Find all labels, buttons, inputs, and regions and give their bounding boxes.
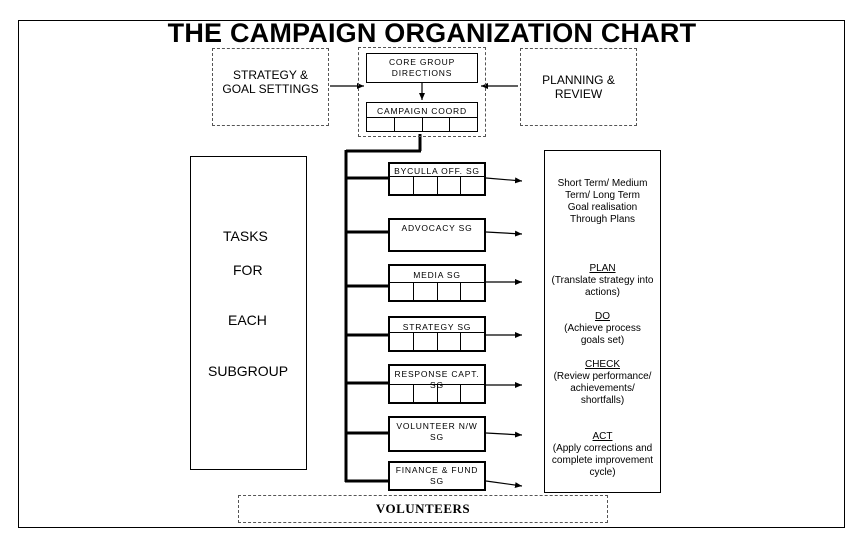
subgroup-strategy-label: STRATEGY SG — [402, 322, 472, 332]
core-group-box: CORE GROUP DIRECTIONS — [366, 53, 478, 83]
goal-realisation-note: Short Term/ Medium Term/ Long Term Goal … — [557, 178, 648, 225]
check-heading: CHECK — [584, 359, 620, 370]
subgroup-box-volunteer: VOLUNTEER N/W SG — [388, 416, 486, 452]
do-note: DO (Achieve process goals set) — [545, 311, 660, 347]
tasks-word-3: EACH — [228, 312, 267, 328]
strategy-goal-box: STRATEGY & GOAL SETTINGS — [212, 48, 329, 126]
subgroup-finance-line-2: SG — [430, 476, 444, 486]
strategy-line-1: STRATEGY & — [233, 68, 308, 82]
tasks-word-2: FOR — [233, 262, 263, 278]
tasks-box: TASKS FOR EACH SUBGROUP — [190, 156, 307, 470]
subgroup-media-label: MEDIA SG — [413, 270, 461, 280]
subgroup-finance-line-1: FINANCE & FUND — [395, 465, 479, 475]
strategy-line-2: GOAL SETTINGS — [222, 82, 319, 96]
volunteers-label: VOLUNTEERS — [375, 501, 471, 516]
tasks-word-1: TASKS — [223, 228, 268, 244]
tasks-word-4: SUBGROUP — [208, 363, 289, 379]
subgroup-box-media: MEDIA SG — [388, 264, 486, 302]
subgroup-box-byculla: BYCULLA OFF. SG — [388, 162, 486, 196]
act-note: ACT (Apply corrections and complete impr… — [545, 431, 660, 479]
core-line-1: CORE GROUP — [388, 57, 456, 67]
check-note: CHECK (Review performance/ achievements/… — [545, 359, 660, 407]
planning-review-box: PLANNING & REVIEW — [520, 48, 637, 126]
subgroup-advocacy-label: ADVOCACY SG — [401, 223, 473, 233]
plan-heading: PLAN — [589, 263, 616, 274]
plan-do-check-act-box: Short Term/ Medium Term/ Long Term Goal … — [544, 150, 661, 493]
subgroup-volunteer-line-2: SG — [430, 432, 444, 442]
subgroup-box-finance: FINANCE & FUND SG — [388, 461, 486, 491]
volunteers-box: VOLUNTEERS — [238, 495, 608, 523]
campaign-coord-box: CAMPAIGN COORD — [366, 102, 478, 132]
subgroup-byculla-label: BYCULLA OFF. SG — [394, 166, 480, 176]
chart-frame — [18, 20, 845, 528]
plan-note: PLAN (Translate strategy into actions) — [545, 263, 660, 299]
campaign-coord-label: CAMPAIGN COORD — [377, 106, 467, 116]
act-heading: ACT — [592, 431, 613, 442]
do-heading: DO — [595, 311, 610, 322]
subgroup-box-response: RESPONSE CAPT. SG — [388, 364, 486, 404]
planning-line-2: REVIEW — [554, 87, 603, 101]
subgroup-box-advocacy: ADVOCACY SG — [388, 218, 486, 252]
campaign-coord-cells — [367, 117, 477, 131]
core-line-2: DIRECTIONS — [391, 68, 453, 78]
chart-title: THE CAMPAIGN ORGANIZATION CHART — [167, 18, 697, 48]
planning-line-1: PLANNING & — [542, 73, 615, 87]
core-group-outer-box — [358, 47, 486, 137]
subgroup-response-line-1: RESPONSE CAPT. — [394, 369, 480, 379]
subgroup-box-strategy: STRATEGY SG — [388, 316, 486, 352]
subgroup-volunteer-line-1: VOLUNTEER N/W — [396, 421, 478, 431]
